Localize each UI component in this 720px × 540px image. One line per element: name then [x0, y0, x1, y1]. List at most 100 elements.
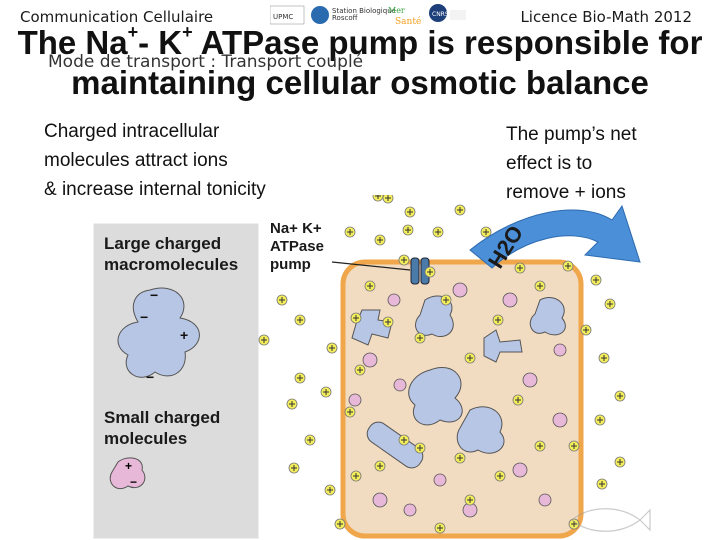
ion-icon [614, 390, 626, 402]
ion-icon [464, 352, 476, 364]
ion-icon [596, 478, 608, 490]
ion-icon [374, 234, 386, 246]
ion-icon [604, 298, 616, 310]
header: Communication Cellulaire UPMC Station Bi… [0, 0, 720, 30]
ion-icon [512, 394, 524, 406]
legend-large-label: Large charged [104, 234, 221, 253]
ion-icon [454, 452, 466, 464]
course-title: Communication Cellulaire [20, 8, 214, 26]
ion-icon [534, 280, 546, 292]
cell-macromolecules [351, 295, 566, 469]
ion-icon [402, 224, 414, 236]
svg-text:−: − [130, 475, 137, 489]
ion-icon [350, 312, 362, 324]
ion-icon [382, 316, 394, 328]
ion-icon [288, 462, 300, 474]
osmotic-balance-diagram: Large charged macromolecules Small charg… [90, 195, 651, 540]
svg-text:Santé: Santé [395, 16, 421, 27]
ion-icon [320, 386, 332, 398]
institution-logos: UPMC Station Biologique Roscoff Mer Sant… [270, 4, 466, 27]
right-caption-line: effect is to [506, 153, 593, 174]
upmc-logo-text: UPMC [273, 13, 293, 21]
ion-icon [614, 456, 626, 468]
ions [258, 195, 626, 534]
pump-label: Na+ K+ [270, 220, 322, 237]
legend-small-label: Small charged [104, 408, 220, 427]
ion-icon [414, 332, 426, 344]
svg-text:−: − [150, 287, 158, 303]
ion-icon [398, 434, 410, 446]
ion-icon [492, 314, 504, 326]
water-arrow [469, 204, 641, 269]
ion-icon [344, 406, 356, 418]
right-caption: The pump’s net effect is to remove + ion… [506, 120, 637, 207]
ion-icon [598, 352, 610, 364]
ion-icon [514, 262, 526, 274]
ion-icon [304, 434, 316, 446]
course-level: Licence Bio-Math 2012 [520, 8, 692, 26]
ion-icon [324, 484, 336, 496]
ion-icon [562, 260, 574, 272]
legend-large-label: macromolecules [104, 255, 238, 274]
right-caption-line: The pump’s net [506, 124, 637, 145]
title-part: - K [138, 24, 183, 61]
ion-icon [382, 195, 394, 204]
ion-icon [398, 254, 410, 266]
left-caption-line: & increase internal tonicity [44, 179, 266, 200]
legend-macromolecule [117, 287, 200, 378]
ion-icon [594, 414, 606, 426]
right-caption-line: remove + ions [506, 182, 626, 203]
ion-icon [294, 372, 306, 384]
ion-icon [364, 280, 376, 292]
title-sup: + [127, 22, 139, 42]
ion-icon [568, 440, 580, 452]
ion-icon [404, 206, 416, 218]
ion-icon [344, 226, 356, 238]
svg-text:+: + [125, 459, 132, 473]
fish-watermark [571, 508, 651, 532]
ion-icon [454, 204, 466, 216]
ion-icon [294, 314, 306, 326]
cell-small-molecules [348, 282, 568, 518]
svg-text:−: − [146, 369, 154, 385]
svg-text:Station Biologique: Station Biologique [332, 7, 396, 15]
ion-icon [434, 522, 446, 534]
title-sup: + [182, 22, 193, 42]
ion-icon [334, 518, 346, 530]
roscoff-logo: Station Biologique Roscoff [311, 6, 396, 24]
ion-icon [276, 294, 288, 306]
svg-text:−: − [140, 309, 148, 325]
pump-label: pump [270, 256, 311, 273]
legend-small-molecule [109, 457, 146, 490]
ion-icon [286, 398, 298, 410]
ion-icon [580, 324, 592, 336]
pump-label: ATPase [270, 238, 324, 255]
ion-icon [424, 266, 436, 278]
cnrs-logo: CNRS [429, 4, 466, 22]
ion-icon [432, 226, 444, 238]
svg-text:CNRS: CNRS [432, 11, 449, 18]
ion-icon [440, 294, 452, 306]
svg-text:Roscoff: Roscoff [332, 14, 358, 22]
left-caption-line: Charged intracellular [44, 121, 220, 142]
ion-icon [534, 440, 546, 452]
title-part: The Na [17, 24, 128, 61]
ion-icon [350, 470, 362, 482]
ion-icon [326, 342, 338, 354]
upmc-logo: UPMC [270, 5, 305, 25]
ion-icon [590, 274, 602, 286]
svg-text:Mer: Mer [388, 6, 405, 15]
ion-icon [372, 195, 384, 202]
pump-pointer [331, 261, 411, 271]
ion-icon [258, 334, 270, 346]
left-caption: Charged intracellular molecules attract … [44, 117, 266, 204]
slide-title-line1: The Na+- K+ ATPase pump is responsible f… [0, 22, 720, 62]
slide-title-line2: maintaining cellular osmotic balance [71, 64, 649, 101]
ion-icon [374, 460, 386, 472]
left-caption-line: molecules attract ions [44, 150, 228, 171]
ion-icon [354, 364, 366, 376]
svg-text:+: + [180, 327, 188, 343]
slide-subtitle: Mode de transport : Transport couplé [48, 52, 364, 72]
ion-icon [414, 442, 426, 454]
ion-icon [464, 494, 476, 506]
